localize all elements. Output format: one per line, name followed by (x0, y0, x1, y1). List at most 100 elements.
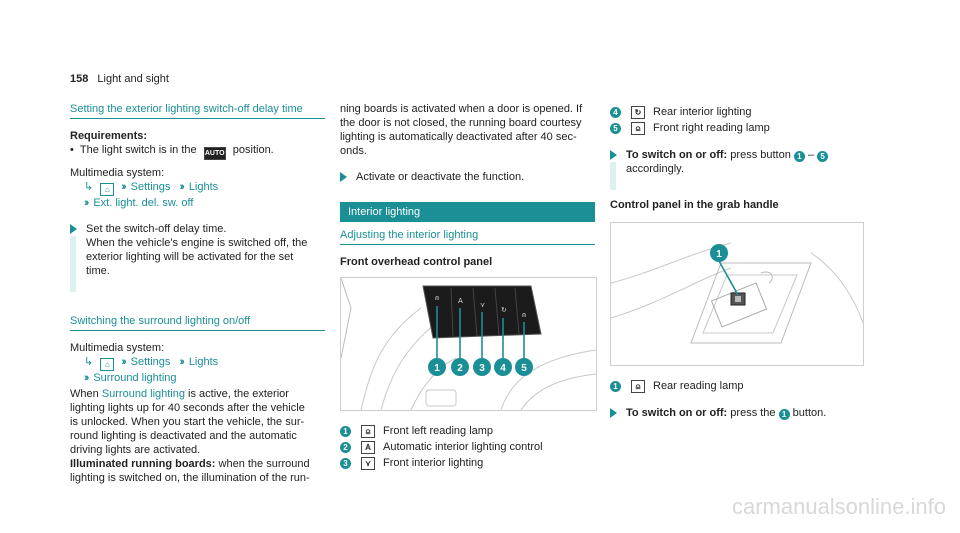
path-settings: Settings (130, 356, 171, 368)
home-icon: ⌂ (100, 358, 115, 371)
step-text: When the vehicle's engine is switched of… (86, 237, 308, 249)
figure-title: Control panel in the grab handle (610, 199, 779, 211)
paragraph-surround: When Surround lighting is active, the ex… (70, 387, 325, 457)
callout-number: 4 (610, 106, 621, 118)
overhead-panel-figure: ⍝ A ⋎ ↻ ⍝ 1 2 3 4 5 (340, 277, 597, 411)
double-chevron-icon: ›› (179, 356, 185, 368)
text: When (70, 388, 99, 400)
requirement-after: position. (232, 144, 274, 156)
text: the door is not closed, the running boar… (340, 117, 582, 129)
requirements-label: Requirements: (70, 130, 148, 142)
bold-label: To switch on or off: (626, 407, 728, 419)
requirement-text: The light switch is in the (79, 144, 197, 156)
panel-symbol-1: ⍝ (435, 294, 439, 302)
right-column: 4 ↻ Rear interior lighting 5 ⍝ Front rig… (610, 104, 865, 420)
step-block: To switch on or off: press button 1 – 5 … (610, 148, 865, 190)
legend-item-2: 2 A Automatic interior lighting control (340, 439, 595, 455)
text: button. (792, 407, 827, 419)
menu-path-2: ››Ext. light. del. sw. off (84, 196, 325, 210)
path-ext-light: Ext. light. del. sw. off (93, 197, 194, 209)
text: when the surround (218, 458, 310, 470)
text: lighting is automatically deactivated af… (340, 131, 577, 143)
panel-symbol-2: A (458, 297, 463, 305)
step-text: time. (86, 265, 110, 277)
dash: – (807, 149, 815, 161)
middle-column: ning boards is activated when a door is … (340, 102, 597, 471)
auto-icon: AUTO (203, 147, 226, 160)
callout-markers: 1 2 3 4 5 (428, 358, 533, 376)
double-chevron-icon: ›› (121, 181, 127, 193)
text: accordingly. (626, 163, 684, 175)
step-arrow-icon (610, 408, 617, 418)
callout-number: 1 (778, 409, 790, 420)
legend-text: Rear interior lighting (653, 106, 752, 118)
bold-label: Illuminated running boards: (70, 458, 216, 470)
double-chevron-icon: ›› (121, 356, 127, 368)
callout-number: 2 (340, 441, 351, 453)
legend-item-3: 3 ⋎ Front interior lighting (340, 455, 595, 471)
legend-text: Front right reading lamp (653, 122, 770, 134)
callout-number: 1 (793, 151, 805, 162)
requirement-item: • The light switch is in the AUTO positi… (70, 143, 325, 160)
callout-number: 5 (610, 122, 621, 134)
legend-front: 1 ⍝ Front left reading lamp 2 A Automati… (340, 423, 595, 471)
overhead-panel-illustration: ⍝ A ⋎ ↻ ⍝ 1 2 3 4 5 (341, 278, 596, 410)
step-text: Activate or deactivate the function. (356, 171, 525, 183)
step-bar (610, 162, 616, 190)
text: press the (730, 407, 776, 419)
path-lights: Lights (188, 356, 219, 368)
legend-text: Automatic interior lighting control (383, 441, 543, 453)
panel-symbol-5: ⍝ (522, 311, 526, 319)
menu-path-1: ↳ ⌂ ››Settings ››Lights (84, 355, 325, 371)
step-arrow-icon (610, 150, 617, 160)
home-icon: ⌂ (100, 183, 115, 196)
text: is unlocked. When you start the vehicle,… (70, 416, 305, 428)
callout-marker (710, 244, 728, 262)
text: driving lights are activated. (70, 444, 201, 456)
text: onds. (340, 145, 367, 157)
double-chevron-icon: ›› (84, 372, 90, 384)
page-header-title: Light and sight (97, 73, 169, 85)
step-text: Set the switch-off delay time. (86, 223, 227, 235)
legend-item-4: 4 ↻ Rear interior lighting (610, 104, 865, 120)
menu-path-2: ››Surround lighting (84, 371, 325, 385)
step-block-2: To switch on or off: press the 1 button. (610, 406, 865, 420)
legend-item-rear: 1 ⍝ Rear reading lamp (610, 378, 865, 394)
step-arrow-icon (70, 224, 77, 234)
step-text: exterior lighting will be activated for … (86, 251, 294, 263)
legend-item-5: 5 ⍝ Front right reading lamp (610, 120, 865, 136)
callout-number: 3 (340, 457, 351, 469)
svg-text:1: 1 (434, 363, 440, 374)
svg-text:4: 4 (500, 363, 506, 374)
bold-label: To switch on or off: (626, 149, 728, 161)
reading-lamp-icon: ⍝ (631, 379, 645, 393)
svg-text:2: 2 (457, 363, 463, 374)
text: lighting lights up for 40 seconds after … (70, 402, 305, 414)
legend-text: Front interior lighting (383, 457, 484, 469)
step-block: Set the switch-off delay time. When the … (70, 222, 325, 292)
path-surround: Surround lighting (93, 372, 177, 384)
auto-lighting-icon: A (361, 440, 375, 454)
grab-handle-figure: 1 (610, 222, 864, 366)
surround-lighting-link: Surround lighting (101, 388, 185, 400)
text: round lighting is deactivated and the au… (70, 430, 297, 442)
svg-text:1: 1 (716, 249, 722, 260)
step-block: Activate or deactivate the function. (340, 170, 595, 184)
double-chevron-icon: ›› (84, 197, 90, 209)
interior-lighting-icon: ⋎ (361, 456, 375, 470)
subheading-adjust: Adjusting the interior lighting (340, 228, 595, 245)
reading-lamp-icon: ⍝ (631, 121, 645, 135)
section-heading-surround: Switching the surround lighting on/off (70, 314, 325, 331)
figure-title: Front overhead control panel (340, 256, 493, 268)
multimedia-label: Multimedia system: (70, 342, 165, 354)
watermark: carmanualsonline.info (731, 494, 946, 519)
menu-path-1: ↳ ⌂ ››Settings ››Lights (84, 180, 325, 196)
text: press button (730, 149, 791, 161)
grab-handle-illustration: 1 (611, 242, 863, 344)
svg-text:5: 5 (521, 363, 527, 374)
text: lighting is switched on, the illuminatio… (70, 472, 310, 484)
step-arrow-icon (340, 172, 347, 182)
page-number: 158 (70, 73, 89, 85)
legend-text: Rear reading lamp (653, 380, 744, 392)
double-chevron-icon: ›› (179, 181, 185, 193)
